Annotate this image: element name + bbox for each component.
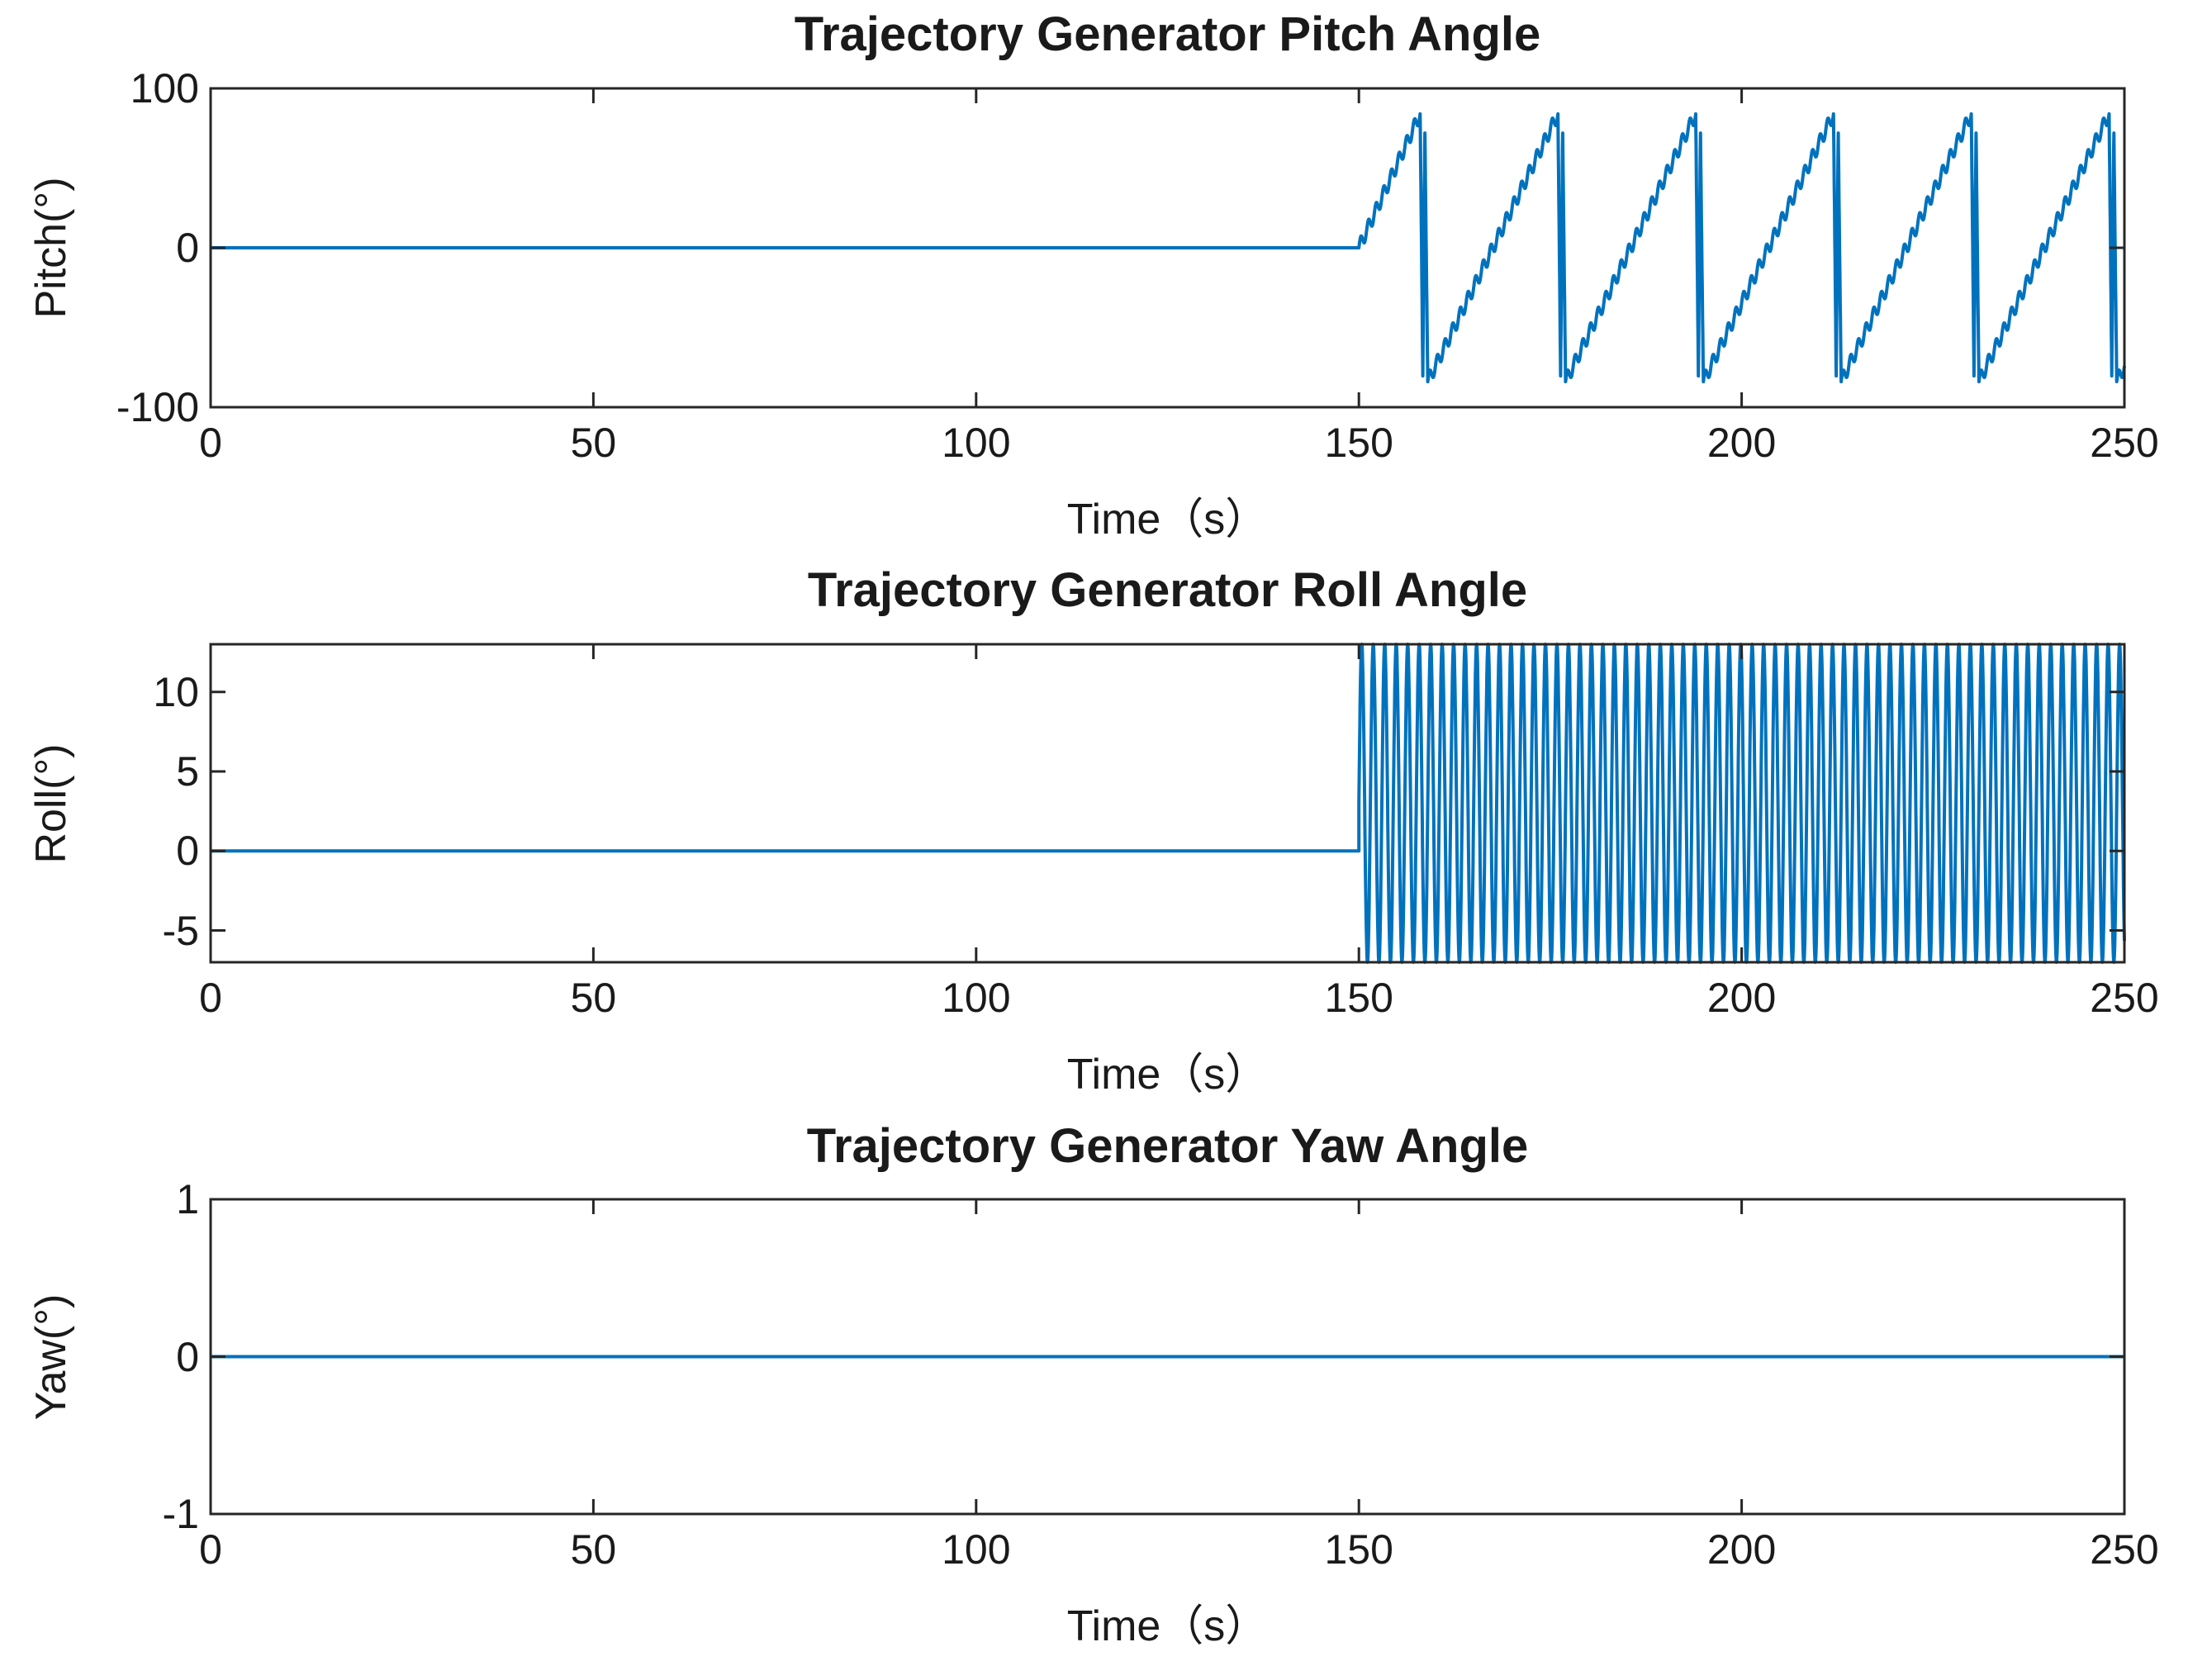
yaw-x-axis-label: Time（s） (1066, 1602, 1269, 1650)
roll-x-axis-label: Time（s） (1066, 1051, 1269, 1099)
x-tick-label: 250 (2090, 975, 2159, 1021)
y-tick-label: -100 (116, 384, 199, 430)
x-tick-label: 50 (570, 1526, 617, 1573)
x-tick-label: 250 (2090, 420, 2159, 466)
x-tick-label: 100 (942, 975, 1011, 1021)
x-tick-label: 0 (199, 1526, 222, 1573)
y-tick-label: 5 (176, 748, 199, 795)
x-tick-label: 150 (1324, 1526, 1393, 1573)
x-tick-label: 200 (1706, 975, 1777, 1021)
x-tick-label: 200 (1706, 1526, 1777, 1573)
x-tick-label: 0 (199, 420, 222, 466)
y-tick-label: 0 (176, 1333, 199, 1380)
x-tick-label: 0 (199, 975, 222, 1021)
x-tick-label: 100 (942, 1526, 1011, 1573)
y-tick-label: 0 (176, 828, 199, 875)
yaw-chart-title: Trajectory Generator Yaw Angle (806, 1119, 1529, 1173)
x-tick-label: 150 (1324, 975, 1393, 1021)
x-tick-label: 250 (2090, 1526, 2159, 1573)
series-line (211, 112, 2126, 384)
x-tick-label: 100 (942, 420, 1011, 466)
roll-chart-title: Trajectory Generator Roll Angle (807, 563, 1528, 617)
axes-box (209, 643, 2126, 964)
series-line (211, 643, 2126, 964)
y-tick-label: 10 (153, 668, 199, 715)
x-tick-label: 150 (1324, 420, 1393, 466)
y-tick-label: -1 (162, 1491, 199, 1537)
y-tick-label: 0 (176, 225, 199, 271)
x-tick-label: 50 (570, 420, 617, 466)
pitch-chart-title: Trajectory Generator Pitch Angle (794, 7, 1541, 61)
y-tick-label: 100 (130, 65, 199, 112)
y-tick-label: -5 (162, 907, 199, 954)
y-tick-label: 1 (176, 1176, 199, 1222)
x-tick-label: 200 (1706, 420, 1777, 466)
pitch-x-axis-label: Time（s） (1066, 496, 1269, 543)
x-tick-label: 50 (570, 975, 617, 1021)
